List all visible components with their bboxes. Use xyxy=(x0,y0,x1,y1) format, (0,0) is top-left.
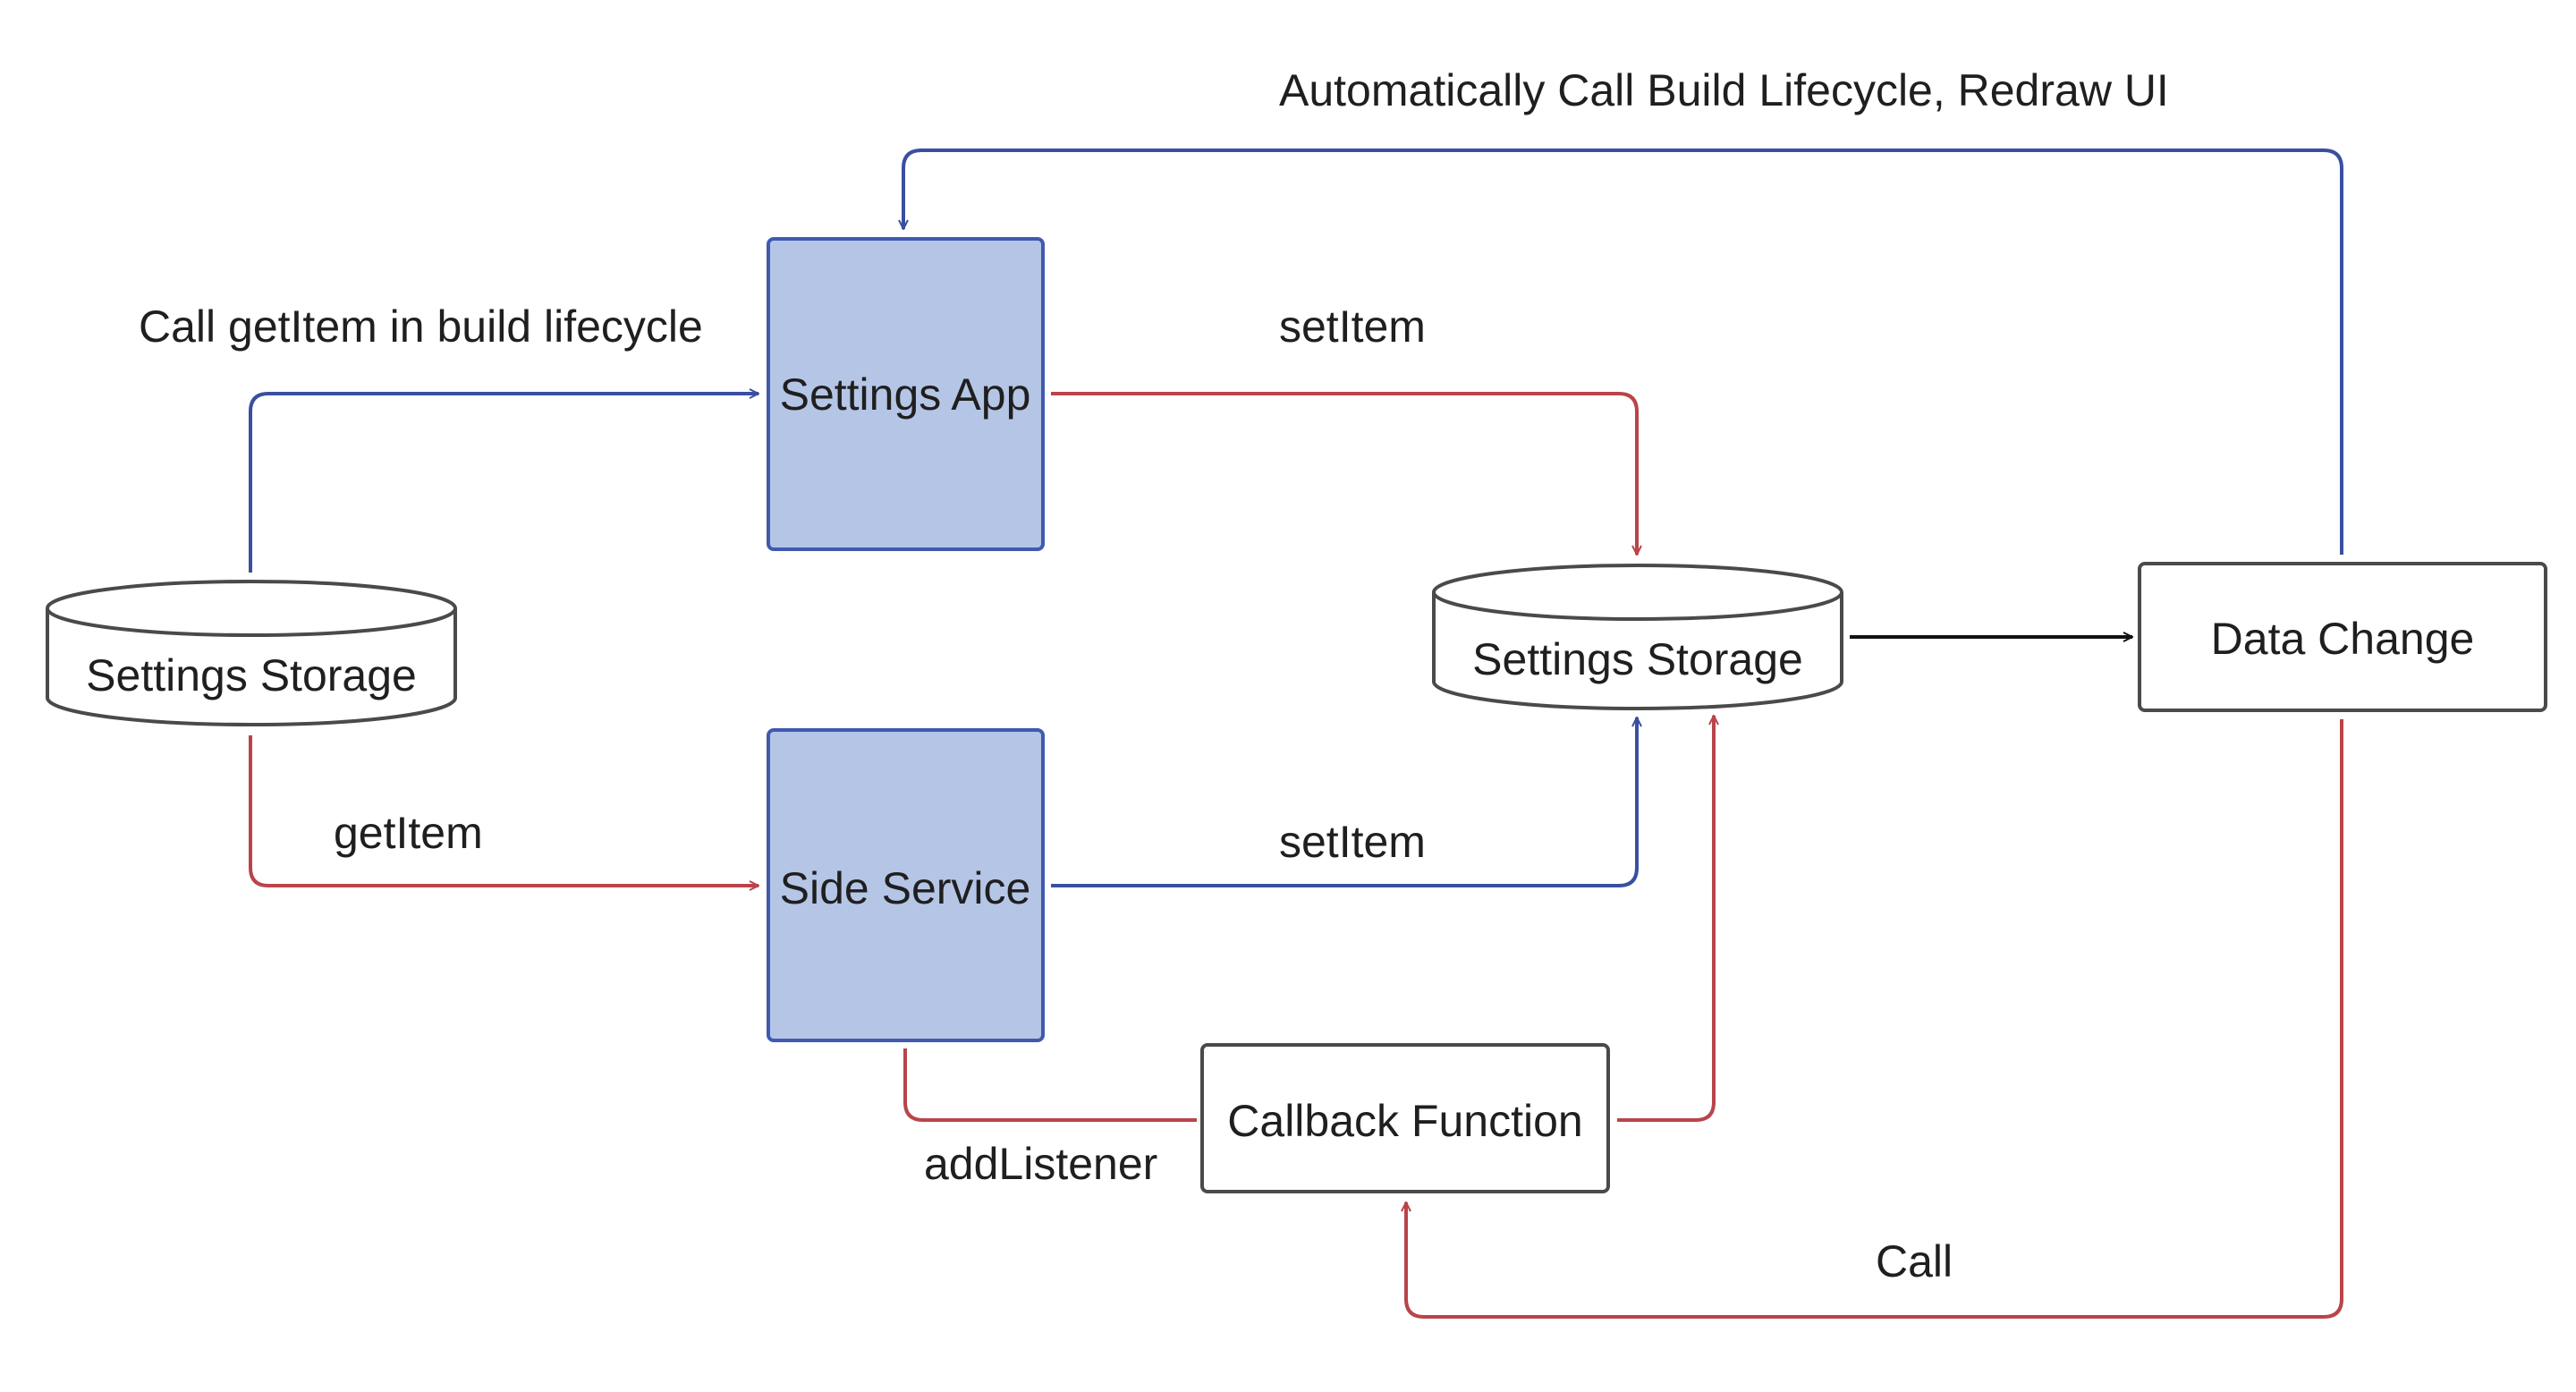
settings-app-node: Settings App xyxy=(767,237,1045,551)
callback-function-label: Callback Function xyxy=(1227,1096,1582,1146)
edge-add-listener xyxy=(903,1048,1197,1122)
side-service-node: Side Service xyxy=(767,728,1045,1042)
settings-storage-right-label: Settings Storage xyxy=(1472,634,1803,684)
edge-label-add-listener: addListener xyxy=(924,1139,1157,1189)
edge-label-getitem: getItem xyxy=(334,808,483,858)
edge-label-setitem-app: setItem xyxy=(1279,301,1426,352)
data-change-label: Data Change xyxy=(2211,614,2475,664)
edge-call-getitem-build xyxy=(249,394,758,573)
edge-label-redraw: Automatically Call Build Lifecycle, Redr… xyxy=(1279,65,2169,115)
edge-getitem-side xyxy=(249,735,758,886)
edge-setitem-side xyxy=(1051,717,1637,887)
settings-storage-left: Settings Storage xyxy=(46,580,457,726)
settings-storage-left-label: Settings Storage xyxy=(86,650,417,700)
edge-redraw-ui xyxy=(903,149,2343,555)
edge-callback-to-storage xyxy=(1617,716,1714,1122)
edge-label-setitem-side: setItem xyxy=(1279,817,1426,867)
settings-storage-right: Settings Storage xyxy=(1432,564,1843,710)
callback-function-node: Callback Function xyxy=(1200,1043,1610,1193)
edge-label-call-getitem-build: Call getItem in build lifecycle xyxy=(139,301,703,352)
settings-app-label: Settings App xyxy=(780,369,1031,420)
data-change-node: Data Change xyxy=(2138,562,2547,712)
edge-call xyxy=(1406,719,2343,1319)
edge-setitem-app xyxy=(1051,392,1637,555)
edge-label-call: Call xyxy=(1876,1236,1953,1286)
side-service-label: Side Service xyxy=(780,863,1031,913)
